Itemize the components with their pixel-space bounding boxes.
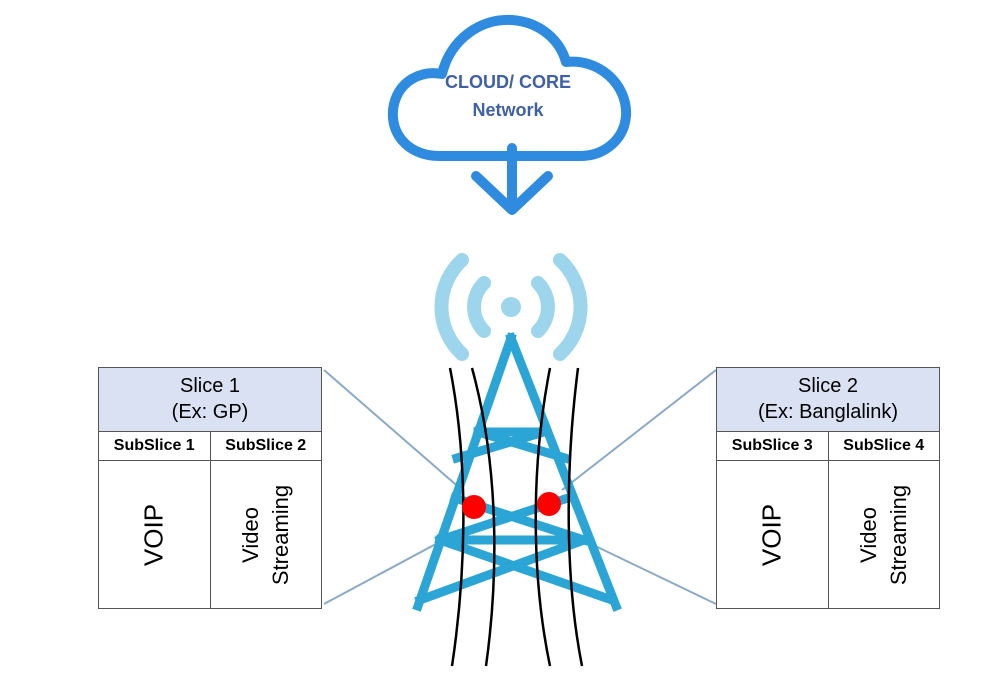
subslice-4-label: SubSlice 4 <box>827 432 940 460</box>
slice-2-title: Slice 2 <box>797 375 859 397</box>
slice-2-header: Slice 2 (Ex: Banglalink) <box>717 368 939 432</box>
subslice-3-label: SubSlice 3 <box>731 437 813 454</box>
subslice-4-service-line2: Streaming <box>885 484 911 585</box>
slice-1-example: (Ex: GP) <box>171 401 249 423</box>
subslice-2-service-line1: Video <box>237 506 263 563</box>
slice-1-header: Slice 1 (Ex: GP) <box>99 368 321 432</box>
cloud-icon: CLOUD/ CORE Network <box>387 14 632 215</box>
subslice-2-service-line2: Streaming <box>267 484 293 585</box>
slice-1-box: Slice 1 (Ex: GP) SubSlice 1 SubSlice 2 V… <box>98 367 322 609</box>
subslice-2-service: Video Streaming <box>236 484 296 584</box>
subslice-2-cell: Video Streaming <box>209 461 322 608</box>
subslice-1-cell: VOIP <box>99 461 210 608</box>
slice2-node <box>537 492 561 516</box>
subslice-4-service-line1: Video <box>855 506 881 563</box>
subslice-1-label: SubSlice 1 <box>113 437 195 454</box>
slice-2-example: (Ex: Banglalink) <box>757 401 899 423</box>
connector-slice2-top <box>561 369 717 491</box>
slice-1-service-row: VOIP Video Streaming <box>99 461 321 608</box>
slice-2-service-row: VOIP Video Streaming <box>717 461 939 608</box>
subslice-2-label: SubSlice 2 <box>209 432 322 460</box>
signal-waves-icon <box>434 253 588 361</box>
connector-slice1-top <box>323 369 463 491</box>
subslice-4-cell: Video Streaming <box>827 461 940 608</box>
slice-1-subslice-row: SubSlice 1 SubSlice 2 <box>99 432 321 461</box>
cloud-label-line1: CLOUD/ CORE <box>445 72 571 92</box>
slice1-node <box>462 495 486 519</box>
subslice-3-service: VOIP <box>756 503 787 566</box>
slice-2-box: Slice 2 (Ex: Banglalink) SubSlice 3 SubS… <box>716 367 940 609</box>
subslice-1-service: VOIP <box>138 503 169 566</box>
cloud-label-line2: Network <box>472 100 544 120</box>
slice-1-title: Slice 1 <box>179 375 241 397</box>
slice-2-subslice-row: SubSlice 3 SubSlice 4 <box>717 432 939 461</box>
subslice-4-service: Video Streaming <box>854 484 914 584</box>
slice-boundary-curves <box>448 367 584 667</box>
subslice-3-cell: VOIP <box>717 461 828 608</box>
